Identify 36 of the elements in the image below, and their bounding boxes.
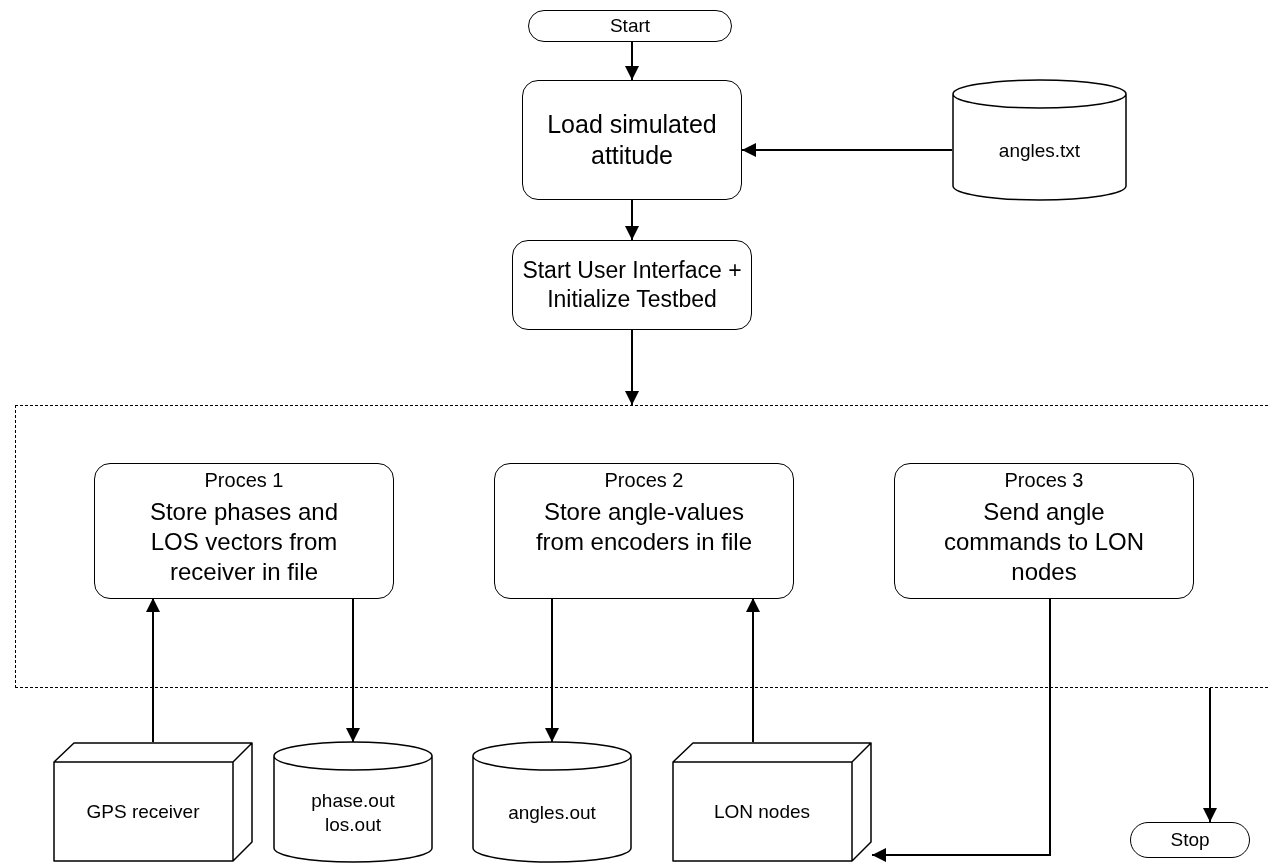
dashed-group-box — [15, 405, 1268, 688]
process-box — [522, 80, 742, 200]
arrow — [146, 597, 160, 743]
node-label: Load simulated attitude — [546, 108, 718, 171]
data-cylinder — [273, 742, 433, 862]
process-text: Send angle commands to LON nodes — [942, 497, 1146, 587]
data-cylinder — [472, 742, 632, 862]
process-heading: Proces 3 — [1004, 468, 1084, 493]
node-label: Start User Interface + Initialize Testbed — [521, 256, 743, 314]
process-heading: Proces 2 — [604, 468, 684, 493]
arrow — [746, 597, 760, 743]
node-label: angles.out — [508, 801, 596, 825]
node-label: Start — [609, 14, 651, 38]
node-label: angles.txt — [998, 139, 1081, 163]
node-label: Stop — [1170, 828, 1210, 852]
process-box — [494, 463, 794, 599]
process-box — [512, 240, 752, 330]
data-cylinder — [952, 80, 1127, 200]
process-box — [94, 463, 394, 599]
process-box — [894, 463, 1194, 599]
device-box — [53, 742, 253, 862]
node-label: phase.out los.out — [310, 789, 396, 837]
arrow — [1203, 687, 1217, 823]
node-label: LON nodes — [713, 800, 811, 824]
node-label: GPS receiver — [86, 800, 200, 824]
arrow — [625, 329, 639, 406]
arrow — [741, 143, 953, 157]
process-text: Store angle-values from encoders in file — [534, 497, 754, 557]
process-text: Store phases and LOS vectors from receiver in file — [148, 497, 340, 587]
arrow — [625, 41, 639, 81]
arrow — [545, 597, 559, 743]
arrow — [346, 597, 360, 743]
device-box — [672, 742, 872, 862]
arrow — [871, 597, 1051, 862]
arrow — [625, 199, 639, 241]
process-heading: Proces 1 — [204, 468, 284, 493]
